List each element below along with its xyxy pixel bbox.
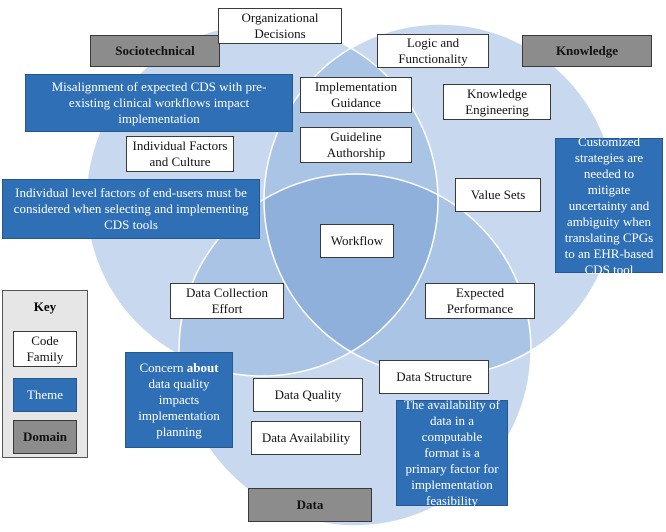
domain-knowledge: Knowledge	[522, 35, 652, 67]
code-data-collection-effort: Data Collection Effort	[170, 283, 284, 319]
code-data-availability: Data Availability	[251, 421, 361, 455]
theme-customized-strategies: Customized strategies are needed to miti…	[555, 134, 663, 277]
theme-concern-text: Concern about data quality impacts imple…	[138, 360, 220, 439]
code-data-quality: Data Quality	[253, 378, 363, 412]
key-code-family: Code Family	[13, 331, 77, 367]
domain-sociotechnical: Sociotechnical	[90, 35, 220, 67]
code-value-sets: Value Sets	[455, 178, 541, 212]
theme-concern-data-quality: Concern about data quality impacts imple…	[125, 352, 233, 448]
data-outline	[178, 173, 532, 527]
code-logic-and-functionality: Logic and Functionality	[377, 34, 489, 68]
code-organizational-decisions: Organizational Decisions	[218, 8, 342, 44]
theme-misalignment: Misalignment of expected CDS with pre-ex…	[25, 74, 293, 132]
code-knowledge-engineering: Knowledge Engineering	[443, 84, 551, 120]
theme-individual-level: Individual level factors of end-users mu…	[2, 179, 260, 239]
code-workflow: Workflow	[320, 224, 394, 258]
theme-data-availability: The availability of data in a computable…	[396, 397, 508, 508]
code-data-structure: Data Structure	[379, 360, 489, 394]
key-theme: Theme	[13, 378, 77, 412]
code-guideline-authorship: Guideline Authorship	[300, 127, 412, 163]
code-individual-factors-and-culture: Individual Factors and Culture	[126, 136, 234, 172]
domain-data: Data	[248, 488, 372, 522]
key-domain: Domain	[13, 420, 77, 454]
key-title: Key	[33, 299, 57, 314]
code-expected-performance: Expected Performance	[425, 283, 535, 319]
code-implementation-guidance: Implementation Guidance	[300, 77, 412, 113]
